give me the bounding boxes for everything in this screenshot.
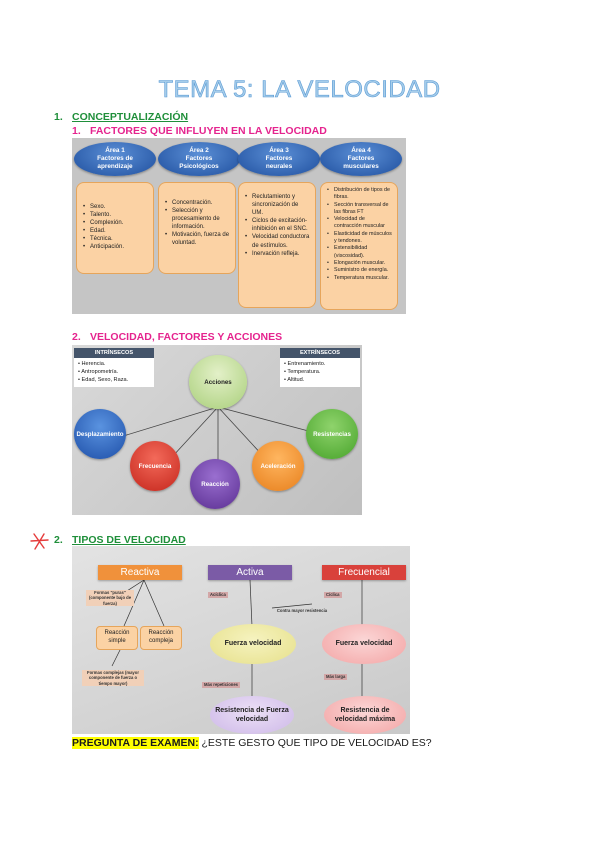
area-3-list: Reclutamiento y sincronización de UM. Ci… bbox=[238, 182, 316, 308]
contra-mayor-resistencia-label: Contra mayor resistencia bbox=[276, 608, 328, 613]
tipos-velocidad-diagram: Reactiva Activa Frecuencial Formas "pura… bbox=[72, 546, 410, 734]
area-4-oval: Área 4 Factores musculares bbox=[320, 142, 402, 176]
area-3-oval: Área 3 Factores neurales bbox=[238, 142, 320, 176]
subsection-velocidad-factores-heading: 2.VELOCIDAD, FACTORES Y ACCIONES bbox=[72, 331, 283, 343]
frecuencial-box: Frecuencial bbox=[322, 565, 406, 580]
section-conceptualizacion-heading: 1.CONCEPTUALIZACIÓN bbox=[54, 111, 189, 123]
reactiva-box: Reactiva bbox=[98, 565, 182, 580]
formas-puras-label: Formas "puras" (componente bajo de fuerz… bbox=[86, 590, 134, 607]
factores-diagram: Área 1 Factores de aprendizaje Área 2 Fa… bbox=[72, 138, 406, 314]
area-4-list: Distribución de tipos de fibras. Sección… bbox=[320, 182, 398, 310]
mas-larga-tag: Más larga bbox=[324, 674, 348, 681]
area-1-oval: Área 1 Factores de aprendizaje bbox=[74, 142, 156, 176]
mas-repeticiones-tag: Más repeticiones bbox=[202, 682, 240, 689]
section-tipos-heading: 2.TIPOS DE VELOCIDAD bbox=[54, 534, 186, 546]
ciclica-tag: Cíclica bbox=[324, 592, 342, 599]
area-2-oval: Área 2 Factores Psicológicos bbox=[158, 142, 240, 176]
desplazamiento-circle: Desplazamiento bbox=[74, 409, 126, 459]
page-title: TEMA 5: LA VELOCIDAD bbox=[158, 76, 441, 104]
formas-complejas-label: Formas complejas (mayor componente de fu… bbox=[82, 670, 144, 687]
area-1-list: Sexo. Talento. Complexión. Edad. Técnica… bbox=[76, 182, 154, 274]
intrinsecos-box: INTRÍNSECOS Herencia. Antropometría. Eda… bbox=[74, 348, 154, 388]
subsection-factores-heading: 1.FACTORES QUE INFLUYEN EN LA VELOCIDAD bbox=[72, 125, 327, 137]
connector-lines bbox=[119, 406, 317, 463]
fuerza-velocidad-ellipse-2: Fuerza velocidad bbox=[322, 624, 406, 664]
reaccion-circle: Reacción bbox=[190, 459, 240, 509]
frecuencia-circle: Frecuencia bbox=[130, 441, 180, 491]
acciones-diagram: INTRÍNSECOS Herencia. Antropometría. Eda… bbox=[72, 345, 362, 515]
aceleracion-circle: Aceleración bbox=[252, 441, 304, 491]
area-2-list: Concentración. Selección y procesamiento… bbox=[158, 182, 236, 274]
activa-box: Activa bbox=[208, 565, 292, 580]
exam-question: PREGUNTA DE EXAMEN: ¿ESTE GESTO QUE TIPO… bbox=[72, 737, 432, 749]
reaccion-compleja-box: Reacción compleja bbox=[140, 626, 182, 650]
fuerza-velocidad-ellipse-1: Fuerza velocidad bbox=[210, 624, 296, 664]
resistencia-velocidad-maxima-ellipse: Resistencia de velocidad máxima bbox=[324, 696, 406, 734]
reaccion-simple-box: Reacción simple bbox=[96, 626, 138, 650]
resistencias-circle: Resistencias bbox=[306, 409, 358, 459]
extrinsecos-box: EXTRÍNSECOS Entrenamiento. Temperatura. … bbox=[280, 348, 360, 388]
resistencia-fuerza-velocidad-ellipse: Resistencia de Fuerza velocidad bbox=[210, 696, 294, 734]
aciclica-tag: Acíclica bbox=[208, 592, 228, 599]
red-asterisk-annotation-icon bbox=[30, 533, 49, 550]
acciones-circle: Acciones bbox=[189, 355, 247, 409]
